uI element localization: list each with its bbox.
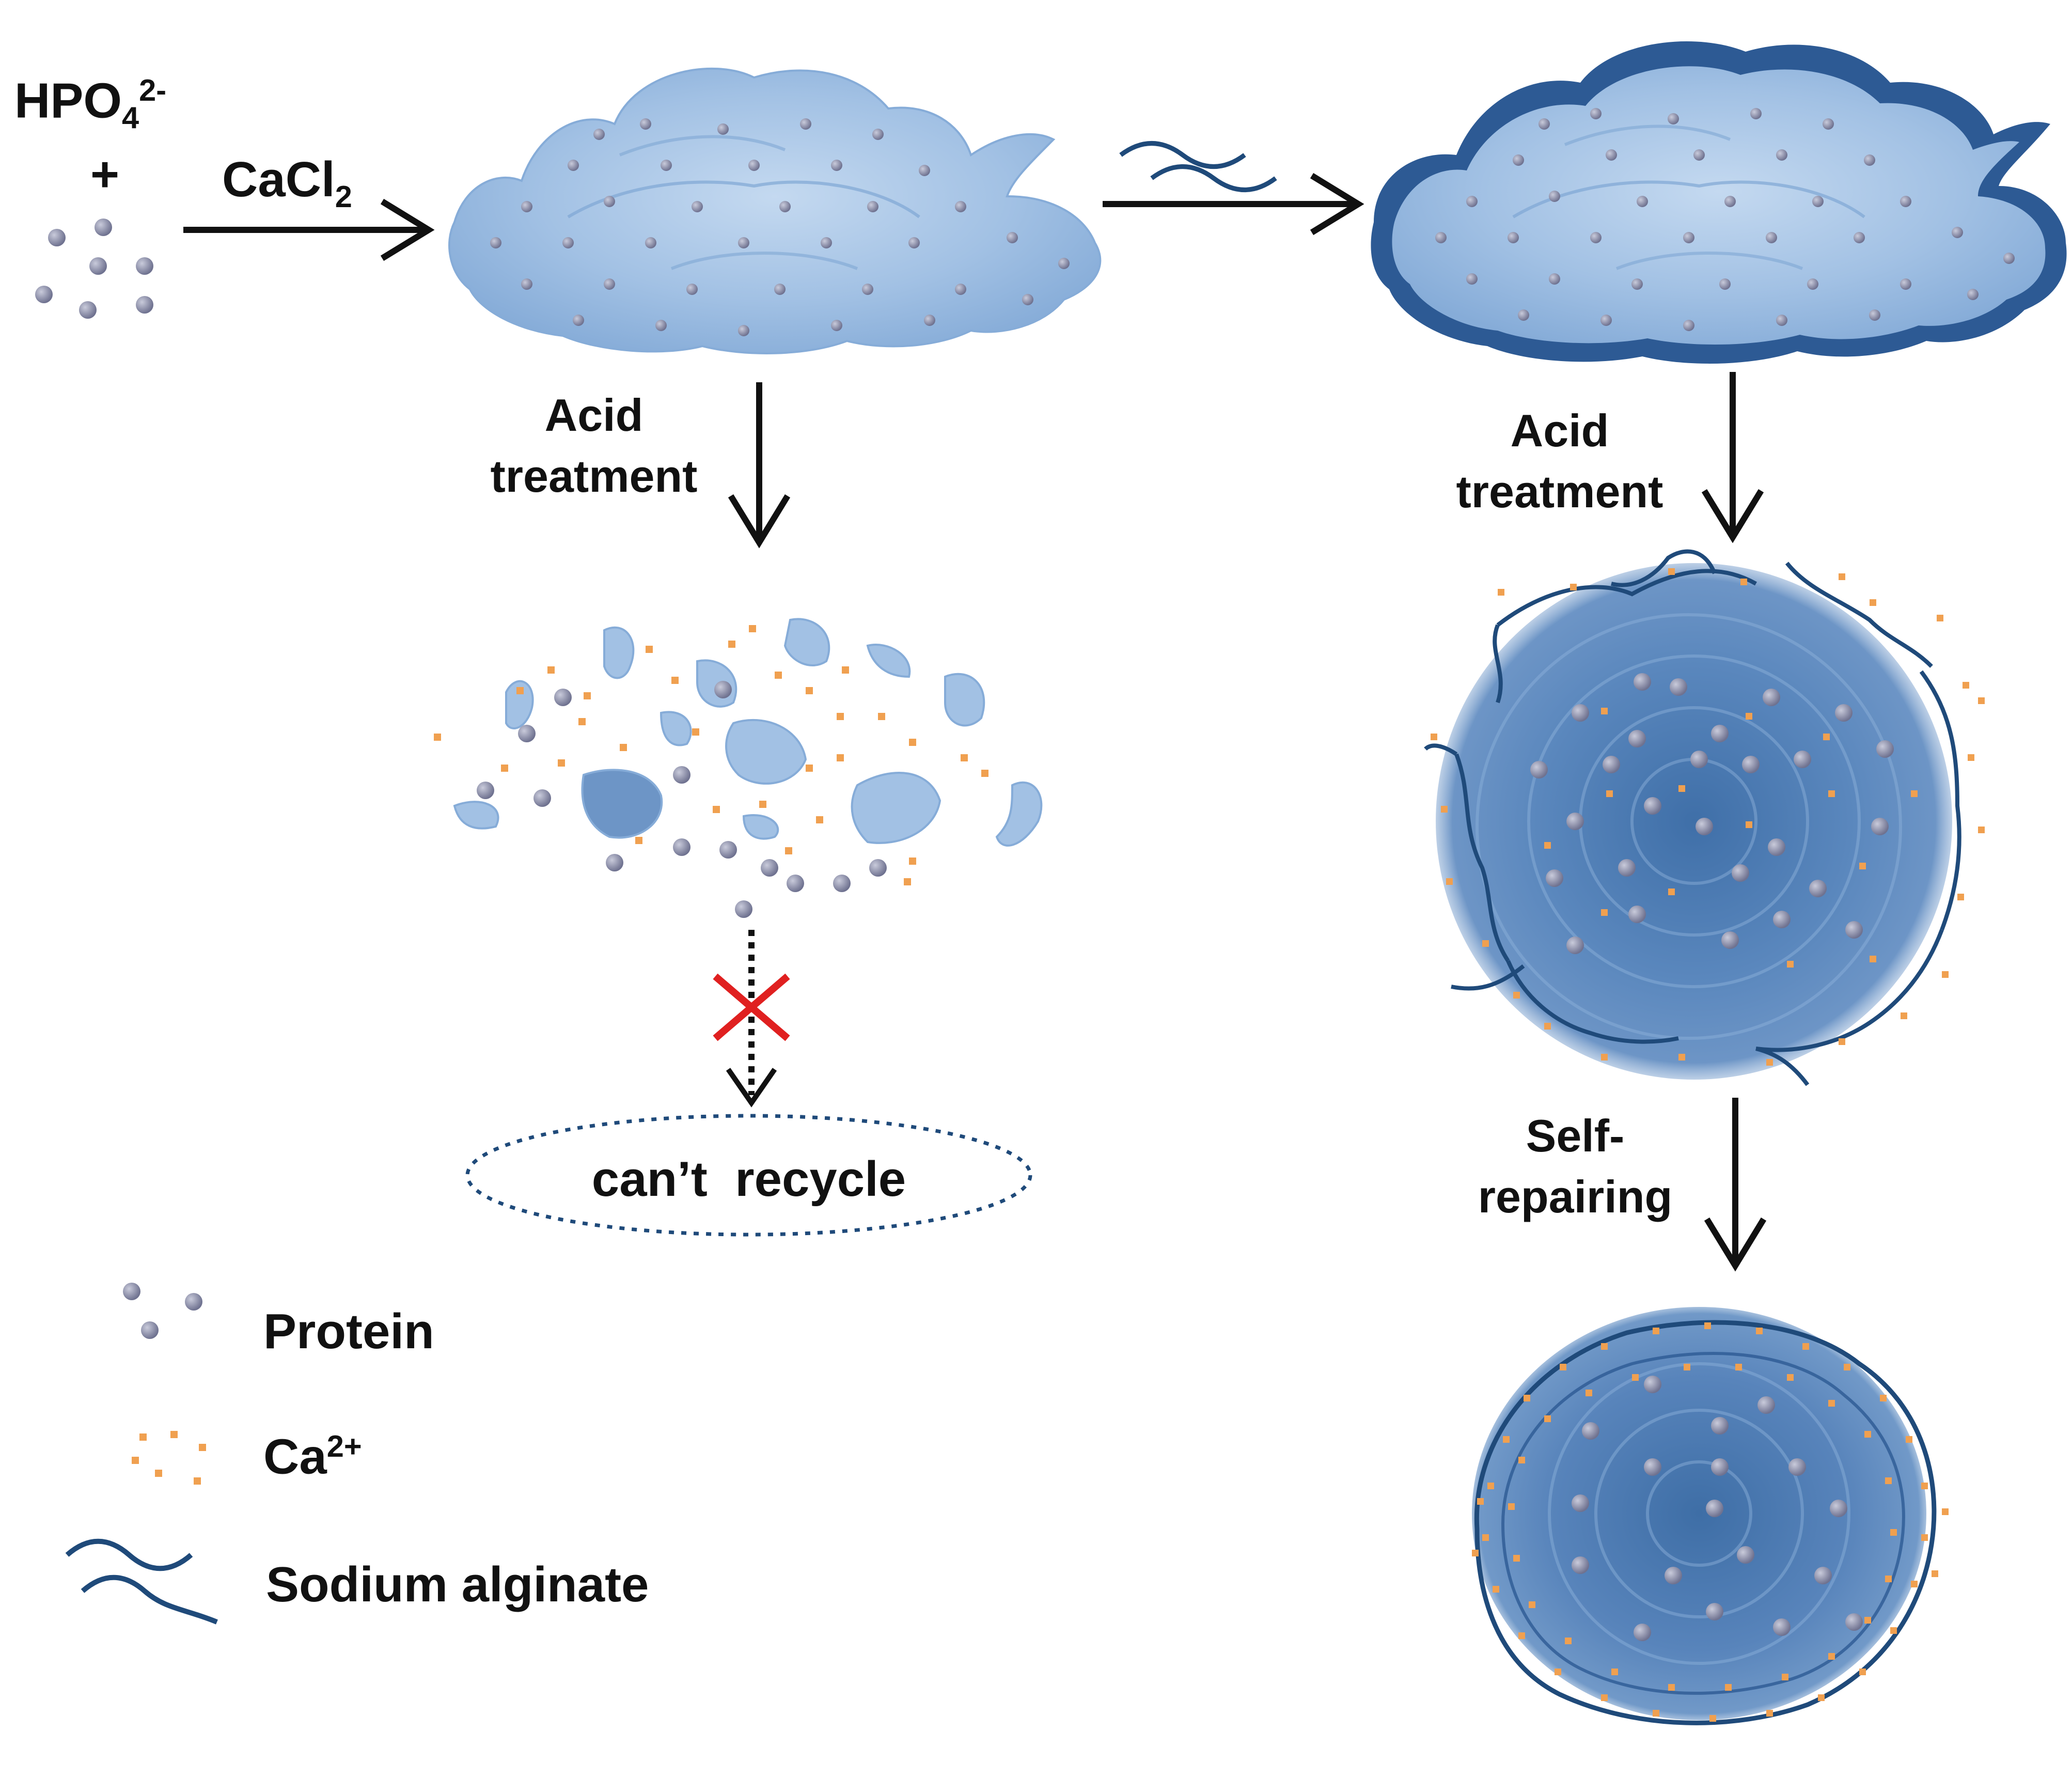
- broken-fragments: [434, 618, 1043, 918]
- phosphate-superscript: 2-: [139, 73, 167, 107]
- phosphate-label: HPO42-: [14, 75, 166, 133]
- arrow-self-repairing: [1704, 1098, 1767, 1272]
- arrow-cacl2: [183, 198, 435, 261]
- legend-protein-symbol: [123, 1283, 202, 1339]
- left-acid-line1: Acid: [544, 389, 643, 441]
- flower-uncoated: [448, 67, 1102, 354]
- arrow-acid-left: [728, 382, 791, 549]
- calcium-superscript: 2+: [326, 1429, 362, 1463]
- cacl2-subscript: 2: [335, 179, 352, 214]
- calcium-base: Ca: [263, 1429, 327, 1485]
- left-acid-treatment-label: Acid treatment: [460, 393, 728, 499]
- arrow-acid-right: [1701, 372, 1764, 543]
- legend-calcium-symbol: [132, 1431, 206, 1485]
- red-cross-icon: [713, 973, 790, 1041]
- cant-recycle-ellipse: [465, 1114, 1032, 1237]
- legend-calcium-label: Ca2+: [263, 1431, 362, 1482]
- self-repairing-label: Self- repairing: [1451, 1113, 1699, 1220]
- right-acid-line2: treatment: [1456, 466, 1663, 517]
- plus-sign: +: [90, 147, 120, 202]
- flower-coated: [1371, 41, 2067, 364]
- self-repairing-line2: repairing: [1478, 1171, 1673, 1222]
- phosphate-base: HPO: [14, 73, 122, 129]
- reagent-protein-dots: [35, 219, 153, 319]
- self-repairing-line1: Self-: [1526, 1110, 1625, 1161]
- left-acid-line2: treatment: [490, 450, 698, 502]
- cacl2-base: CaCl: [222, 152, 335, 207]
- right-acid-line1: Acid: [1510, 405, 1609, 456]
- cant-recycle-label: can’t recycle: [591, 1151, 906, 1207]
- sphere-self-repaired: [1472, 1307, 1949, 1725]
- legend-protein-label: Protein: [263, 1304, 434, 1359]
- sphere-acid-treated: [1424, 549, 1985, 1086]
- legend-alginate-symbol: [65, 1538, 218, 1625]
- right-acid-treatment-label: Acid treatment: [1425, 408, 1694, 515]
- legend-alginate-label: Sodium alginate: [266, 1557, 649, 1612]
- phosphate-subscript: 4: [122, 100, 139, 135]
- cacl2-label: CaCl2: [222, 155, 352, 212]
- arrow-alginate: [1103, 141, 1364, 236]
- dotted-arrow-blocked: [713, 930, 790, 1108]
